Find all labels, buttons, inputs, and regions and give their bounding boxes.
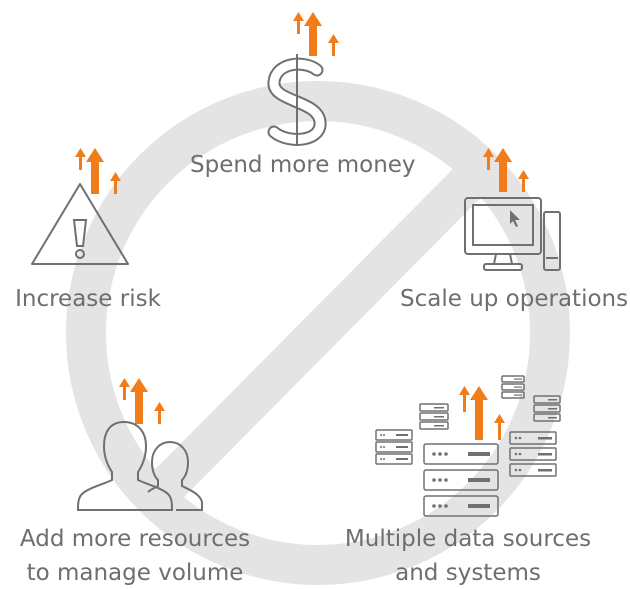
up-arrows-icon bbox=[293, 12, 339, 56]
node-label-data-line1: Multiple data sources bbox=[344, 526, 592, 552]
up-arrows-icon bbox=[483, 148, 529, 192]
warning-icon bbox=[31, 183, 129, 265]
node-label-resources-line1: Add more resources bbox=[19, 526, 251, 552]
people-icon bbox=[76, 420, 203, 511]
node-label-resources-line2: to manage volume bbox=[26, 560, 244, 586]
dollar-sign-icon bbox=[267, 54, 327, 146]
node-label-data-line2: and systems bbox=[395, 560, 541, 586]
up-arrows-icon bbox=[459, 386, 505, 440]
node-label-risk: Increase risk bbox=[15, 286, 161, 312]
node-label-money: Spend more money bbox=[190, 152, 416, 178]
node-label-operations: Scale up operations bbox=[400, 286, 629, 312]
up-arrows-icon bbox=[75, 148, 121, 194]
computer-icon bbox=[464, 197, 561, 271]
up-arrows-icon bbox=[119, 378, 165, 424]
server-stack-icon bbox=[375, 375, 561, 517]
